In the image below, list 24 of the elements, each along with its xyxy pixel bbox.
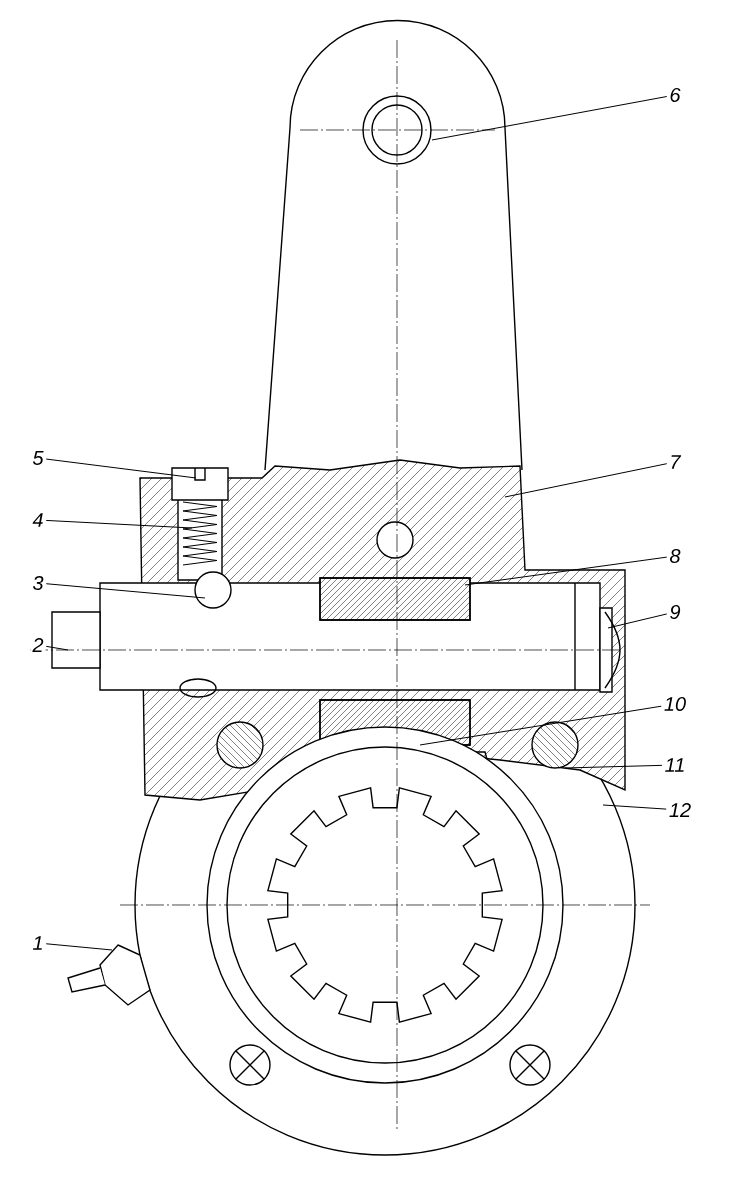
leader-line (45, 943, 113, 951)
leader-line (504, 463, 668, 498)
leader-line (564, 764, 663, 769)
callout-number: 4 (30, 511, 46, 529)
callout-number: 5 (30, 449, 46, 467)
leader-line (602, 804, 667, 810)
callout-number: 1 (30, 934, 46, 952)
callout-number: 2 (30, 636, 46, 654)
leader-line (45, 519, 193, 529)
leader-line (45, 583, 206, 599)
callout-number: 7 (667, 453, 683, 471)
leader-line (464, 556, 668, 586)
callout-number: 11 (662, 756, 688, 774)
callout-number: 10 (661, 694, 689, 714)
leader-line (45, 458, 197, 479)
leader-line (431, 96, 668, 141)
callout-number: 8 (667, 546, 683, 566)
leader-line (419, 705, 662, 746)
callout-number: 6 (667, 85, 683, 105)
leader-line (607, 613, 668, 629)
callout-number: 12 (666, 801, 694, 819)
callout-number: 9 (667, 602, 683, 622)
leader-line (45, 645, 69, 651)
callout-number: 3 (30, 573, 46, 593)
